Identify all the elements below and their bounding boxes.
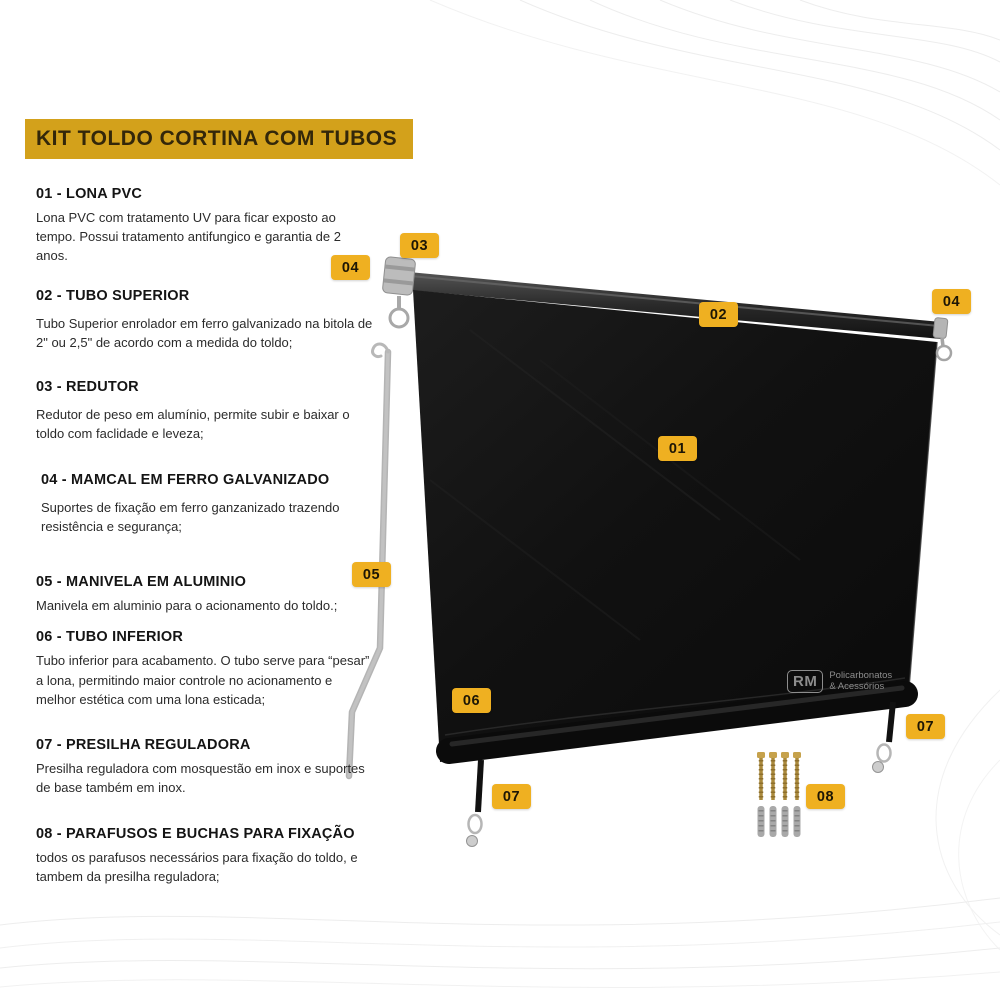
spec-heading: 01 - LONA PVC xyxy=(36,186,142,202)
brand-watermark: RM Policarbonatos & Acessórios xyxy=(787,670,892,693)
page-title: KIT TOLDO CORTINA COM TUBOS xyxy=(36,127,398,150)
screw xyxy=(769,752,777,800)
left-strap-hook xyxy=(466,759,484,847)
screw xyxy=(781,752,789,800)
spec-item-05: 05 - MANIVELA EM ALUMINIO Manivela em al… xyxy=(36,574,374,615)
screw xyxy=(757,752,765,800)
badge-02: 02 xyxy=(699,302,738,327)
spec-item-01: 01 - LONA PVC Lona PVC com tratamento UV… xyxy=(36,186,374,266)
right-strap-hook xyxy=(872,701,896,773)
screws-and-plugs xyxy=(757,752,801,837)
spec-item-07: 07 - PRESILHA REGULADORA Presilha regula… xyxy=(36,737,374,797)
badge-03: 03 xyxy=(400,233,439,258)
spec-body: Manivela em aluminio para o acionamento … xyxy=(36,598,338,614)
wall-plug xyxy=(757,806,765,837)
badge-07-left: 07 xyxy=(492,784,531,809)
crank-handle xyxy=(345,342,392,780)
badge-04-left: 04 xyxy=(331,255,370,280)
spec-body: Tubo Superior enrolador em ferro galvani… xyxy=(36,315,373,350)
badge-05: 05 xyxy=(352,562,391,587)
spec-heading: 05 - MANIVELA EM ALUMINIO xyxy=(36,574,247,591)
spec-heading: 03 - REDUTOR xyxy=(36,379,139,396)
reducer-cap xyxy=(382,256,416,296)
badge-04-right: 04 xyxy=(932,289,971,314)
left-bracket xyxy=(388,296,410,329)
brand-name: Policarbonatos & Acessórios xyxy=(829,669,893,692)
wall-plug xyxy=(793,806,801,837)
description-column: 01 - LONA PVC Lona PVC com tratamento UV… xyxy=(36,186,374,910)
right-bracket xyxy=(932,317,953,362)
wall-plug xyxy=(769,806,777,837)
bottom-tube xyxy=(436,681,918,764)
screw xyxy=(793,752,801,800)
wall-plug xyxy=(781,806,789,837)
spec-body: Presilha reguladora com mosquestão em in… xyxy=(36,761,365,796)
spec-heading: 08 - PARAFUSOS E BUCHAS PARA FIXAÇÃO xyxy=(36,825,355,842)
badge-07-right: 07 xyxy=(906,714,945,739)
brand-logo: RM xyxy=(787,670,824,693)
badge-01: 01 xyxy=(658,436,697,461)
top-tube xyxy=(398,271,941,339)
badge-08: 08 xyxy=(806,784,845,809)
spec-body: Redutor de peso em alumínio, permite sub… xyxy=(36,407,350,442)
spec-heading: 07 - PRESILHA REGULADORA xyxy=(36,737,251,754)
spec-heading: 04 - MAMCAL EM FERRO GALVANIZADO xyxy=(41,471,330,488)
spec-body: Suportes de fixação em ferro ganzanizado… xyxy=(41,499,340,534)
badge-06: 06 xyxy=(452,688,491,713)
spec-item-08: 08 - PARAFUSOS E BUCHAS PARA FIXAÇÃO tod… xyxy=(36,826,374,886)
spec-item-06: 06 - TUBO INFERIOR Tubo inferior para ac… xyxy=(36,629,374,709)
spec-body: Lona PVC com tratamento UV para ficar ex… xyxy=(36,210,341,264)
spec-heading: 02 - TUBO SUPERIOR xyxy=(36,287,190,304)
spec-item-04: 04 - MAMCAL EM FERRO GALVANIZADO Suporte… xyxy=(36,472,374,536)
spec-item-02: 02 - TUBO SUPERIOR Tubo Superior enrolad… xyxy=(36,288,374,352)
title-banner: KIT TOLDO CORTINA COM TUBOS xyxy=(25,119,413,159)
spec-item-03: 03 - REDUTOR Redutor de peso em alumínio… xyxy=(36,379,374,443)
spec-heading: 06 - TUBO INFERIOR xyxy=(36,629,183,646)
spec-body: Tubo inferior para acabamento. O tubo se… xyxy=(36,653,370,707)
spec-body: todos os parafusos necessários para fixa… xyxy=(36,849,358,884)
